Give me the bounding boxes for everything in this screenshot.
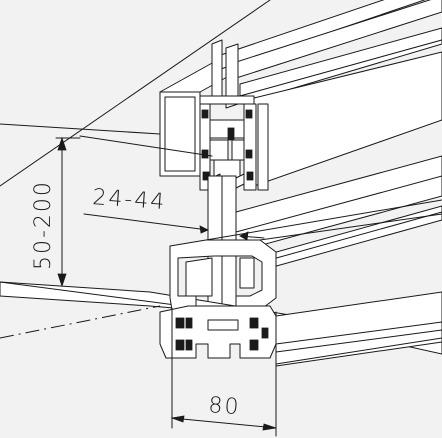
vertical-glass: [211, 39, 239, 109]
height-range-label: 50-200: [31, 180, 56, 270]
height-dimension: [55, 136, 81, 288]
lower-transom-frame: [169, 199, 442, 311]
upper-glass-panes: [0, 0, 442, 191]
width-dimension: [170, 307, 277, 437]
glass-thickness-label: 24-44: [92, 185, 168, 215]
center-line: [0, 305, 161, 339]
base-profile: [159, 291, 442, 367]
profile-width-label: 80: [208, 393, 242, 420]
leader-lines: [0, 123, 265, 241]
